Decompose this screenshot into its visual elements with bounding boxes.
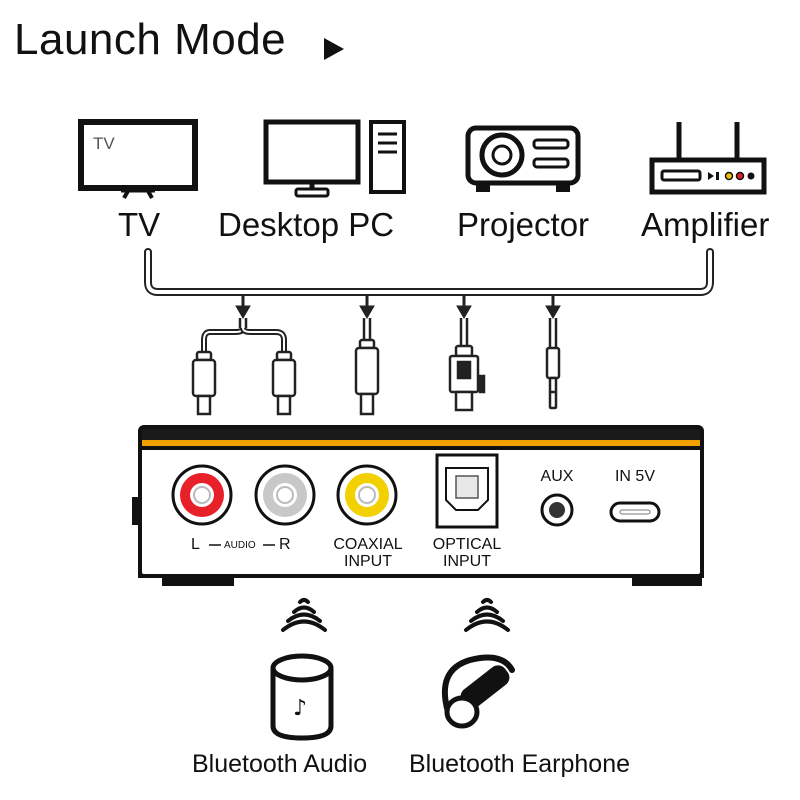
port-label-optical-input: INPUT [443, 553, 491, 570]
source-label-amplifier: Amplifier [641, 206, 770, 243]
bluetooth-earphone-icon [441, 654, 515, 729]
aux-port [540, 493, 574, 527]
rca-cable [191, 318, 297, 416]
port-label-right: R [279, 536, 291, 553]
desktop-pc-icon [263, 119, 406, 198]
drop-arrows [235, 294, 561, 319]
source-label-projector: Projector [457, 206, 590, 243]
coaxial-port [336, 464, 398, 526]
play-arrow-icon [324, 38, 344, 60]
receiver-device [132, 425, 704, 586]
tv-screen-text: TV [93, 134, 115, 153]
signal-bus [144, 248, 714, 296]
optical-cable [448, 318, 486, 412]
page-title: Launch Mode [14, 15, 287, 64]
amplifier-icon [649, 122, 767, 195]
port-label-optical: OPTICAL [432, 536, 502, 553]
aux-cable [545, 318, 561, 410]
wireless-signal-icon [281, 598, 327, 632]
port-label-aux: AUX [540, 468, 574, 485]
usb-c-port [609, 501, 661, 523]
coaxial-cable [354, 318, 380, 416]
port-label-power: IN 5V [614, 468, 655, 485]
port-label-audio: AUDIO [224, 540, 256, 551]
port-label-coaxial: COAXIAL [333, 536, 403, 553]
svg-text:♪: ♪ [293, 696, 307, 721]
optical-port [435, 453, 499, 529]
audio-left-port [171, 464, 233, 526]
output-label-bluetooth-audio: Bluetooth Audio [192, 750, 368, 778]
source-label-desktop-pc: Desktop PC [218, 206, 395, 243]
projector-icon [465, 125, 581, 192]
wireless-signal-icon [464, 598, 510, 632]
tv-icon: TV [78, 119, 198, 199]
port-label-coaxial-input: INPUT [344, 553, 392, 570]
source-label-tv: TV [118, 206, 161, 243]
bluetooth-speaker-icon: ♪ [270, 653, 334, 741]
output-label-bluetooth-earphone: Bluetooth Earphone [409, 750, 631, 778]
port-label-left: L [191, 536, 200, 553]
audio-right-port [254, 464, 316, 526]
